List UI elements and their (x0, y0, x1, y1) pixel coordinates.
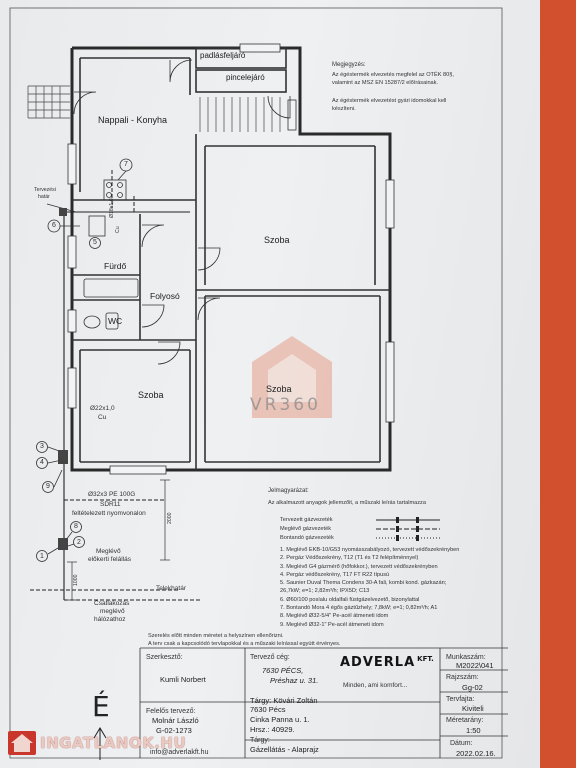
legend-list: 1. Meglévő EKB-10/G53 nyomásszabályozó, … (280, 546, 459, 629)
company-email: info@adverlakft.hu (150, 749, 209, 756)
pipe-sdr-label: SDR11 (100, 501, 121, 508)
equipment-number: 2 (77, 539, 81, 546)
house-logo-icon (8, 731, 36, 755)
equipment-number: 1 (40, 553, 44, 560)
legend-footer: A terv csak a kapcsolódó tervlapokkal és… (148, 641, 341, 647)
legend-item: 26,7kW; e=1; 2,82m³/h; IPX5D; C13 (280, 588, 370, 595)
legend-item: 1. Meglévő EKB-10/G53 nyomásszabályozó, … (280, 547, 460, 553)
equipment-number: 7 (124, 161, 128, 168)
room-label-folyoso: Folyosó (150, 291, 180, 301)
pipe-label: Ø32x3 PE 100G (88, 491, 136, 498)
site-city: 7630 Pécs (250, 705, 286, 714)
design-boundary-label: Tervezési (34, 187, 56, 193)
notes-line: készíteni. (332, 106, 356, 112)
date-label: Dátum: (450, 740, 473, 747)
job-number-label: Munkaszám: (446, 654, 486, 661)
legend-intro: Az alkalmazott anyagok jellemzőit, a műs… (268, 500, 426, 506)
route-label: feltételezett nyomvonalon (72, 510, 146, 517)
room-label-szoba: Szoba (266, 384, 292, 394)
notes-line: Az égéstermék elvezetés megfelel az OTÉK… (332, 72, 454, 78)
room-label-padlas: padlásfeljáró (200, 51, 246, 60)
legend-line-item: Tervezett gázvezeték (280, 517, 333, 523)
legend-item: 9. Meglévő Ø32-1" Pe-acél átmeneti idom (280, 621, 384, 628)
legend-line-item: Meglévő gázvezeték (280, 526, 331, 532)
equipment-number: 4 (40, 459, 44, 466)
responsible-designer: Molnár László (152, 716, 199, 725)
legend-item: 3. Meglévő G4 gázmérő (hőfokkor.), terve… (280, 563, 438, 570)
legend-line-item: Bontandó gázvezeték (280, 535, 334, 541)
legend-heading: Jelmagyarázat: (268, 488, 309, 494)
room-label-nappali: Nappali - Konyha (98, 115, 168, 125)
drawing-number-label: Rajzszám: (446, 674, 479, 681)
legend-item: 7. Bontandó Mora 4 égős gáztűzhely; 7,8k… (280, 605, 438, 612)
connection-label: Csatlakozás (94, 600, 130, 607)
dimension-label: 1000 (73, 574, 79, 586)
scale-label: Méretarány: (446, 717, 484, 724)
plan-type-label: Tervfajta: (446, 696, 475, 703)
company-tagline: Minden, ami komfort... (343, 682, 408, 689)
pipe-material-label: Cu (98, 414, 107, 421)
room-label-szoba: Szoba (138, 390, 164, 400)
legend-item: 4. Pergáz védőszekrény, T17 FT R22 típus… (280, 571, 390, 578)
owner-line: Tárgy: Kövári Zoltán (250, 696, 318, 705)
pipe-label: Ø22x1,0 (90, 405, 115, 412)
notes-heading: Megjegyzés: (332, 62, 366, 68)
logo-kft: KFT. (417, 655, 434, 663)
equipment-number: 5 (93, 239, 97, 246)
pipe-label: Ø18x1,0 (109, 198, 115, 218)
equipment-number: 9 (46, 483, 50, 490)
subject-label: Tárgy: (250, 737, 270, 744)
room-label-pince: pincelejáró (226, 73, 265, 82)
legend-item: 2. Pergáz Védőszekrény, T12 (T1 és T2 fe… (280, 555, 419, 562)
subject-value: Gázellátás - Alaprajz (250, 745, 319, 754)
legend-item: 8. Meglévő Ø32-5/4" Pe-acél átmeneti ido… (280, 613, 389, 620)
equipment-number: 3 (40, 443, 44, 450)
legend-footer: Szerelés előtt minden méretet a helyszín… (148, 633, 284, 639)
company-street: Préshaz u. 31. (270, 676, 319, 685)
job-number: M2022\041 (456, 661, 494, 670)
parcel-number: Hrsz.: 40929. (250, 725, 295, 734)
north-arrow-label: É (92, 690, 110, 723)
pipe-material-label: Cu (115, 226, 121, 233)
ingatlanok-watermark: INGATLANOK.HU (8, 728, 188, 758)
notes-line: Az égéstermék elvezetést gyári idomokkal… (332, 98, 447, 104)
riser-label: előkerti felállás (88, 556, 131, 563)
plan-type: Kiviteli (462, 704, 484, 713)
logo-text: ADVERLA (340, 655, 416, 670)
riser-label: Meglévő (96, 548, 121, 555)
legend-item: 6. Ø60/100 posíalu oldalfali füstgázelve… (280, 596, 420, 603)
room-label-szoba: Szoba (264, 235, 290, 245)
drawing-number: Gg-02 (462, 683, 483, 692)
notes-line: valamint az MSZ EN 15287/2 előírásainak. (332, 80, 439, 86)
room-label-furdo: Fürdő (104, 261, 127, 271)
room-label-wc: WC (108, 316, 123, 326)
property-line-label: Telekhatár (156, 585, 186, 592)
responsible-designer-label: Felelős tervező: (146, 708, 196, 715)
designer-id: G-02-1273 (156, 726, 192, 735)
company-label: Tervező cég: (250, 654, 290, 661)
editor-label: Szerkesztő: (146, 654, 183, 661)
legend-item: 5. Saunier Duval Thema Condens 30-A fali… (280, 580, 447, 587)
design-boundary-label: határ (38, 194, 50, 200)
drawing-sheet: VR360 Megjegyzés: Az égéstermék elvezeté… (0, 0, 540, 768)
banner-text: INGATLANOK.HU (40, 734, 187, 752)
site-street: Cinka Panna u. 1. (250, 715, 310, 724)
floor-plan-drawing (9, 7, 508, 760)
connection-label: meglévő (100, 608, 125, 615)
company-city: 7630 PÉCS, (262, 666, 304, 675)
connection-label: hálózathoz (94, 616, 126, 623)
dimension-label: 2000 (167, 512, 173, 524)
house-watermark-icon (252, 336, 332, 418)
watermark-text: VR360 (250, 395, 321, 415)
editor-name: Kumli Norbert (160, 675, 206, 684)
equipment-number: 6 (52, 222, 56, 229)
equipment-number: 8 (74, 523, 78, 530)
scale-value: 1:50 (466, 726, 481, 735)
date-value: 2022.02.16. (456, 749, 496, 758)
